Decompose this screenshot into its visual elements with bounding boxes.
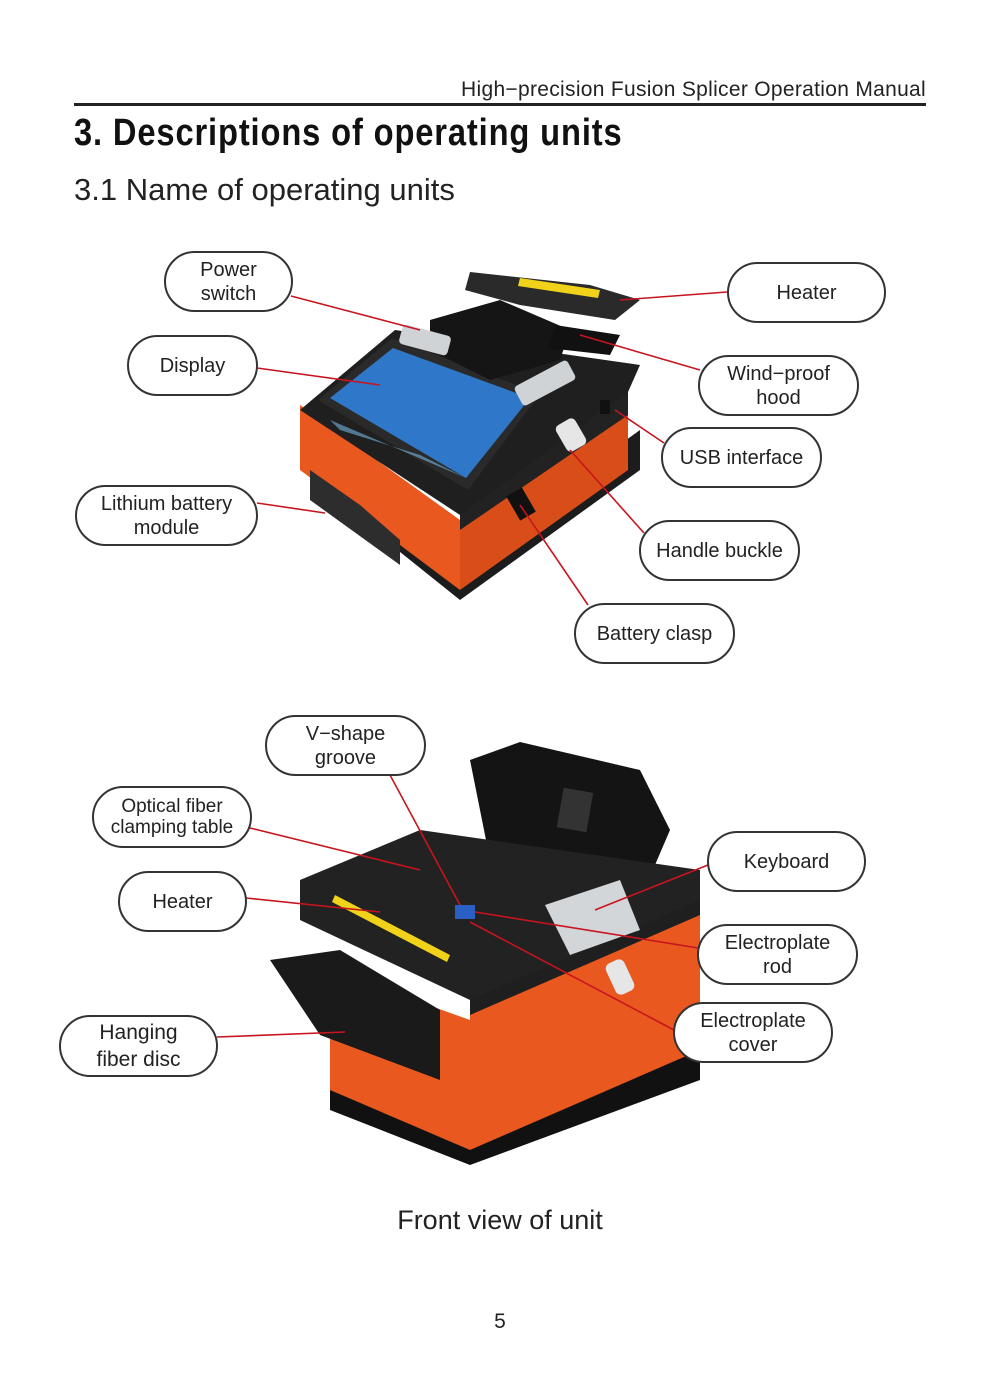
header-rule (74, 103, 926, 106)
page-number: 5 (494, 1310, 506, 1333)
callout-usb-interface: USB interface (661, 427, 822, 488)
callout-electroplate-rod: Electroplate rod (697, 924, 858, 985)
splicer-top-figure (256, 272, 728, 606)
callout-wind-proof-hood: Wind−proof hood (698, 355, 859, 416)
callout-v-shape-groove: V−shape groove (265, 715, 426, 776)
callout-heater-front: Heater (118, 871, 247, 932)
callout-hanging-fiber-disc: Hanging fiber disc (59, 1015, 218, 1077)
callout-power-switch: Power switch (164, 251, 293, 312)
callout-display: Display (127, 335, 258, 396)
callout-keyboard: Keyboard (707, 831, 866, 892)
section-title: 3. Descriptions of operating units (74, 112, 623, 154)
manual-title: High−precision Fusion Splicer Operation … (461, 78, 926, 101)
callout-handle-buckle: Handle buckle (639, 520, 800, 581)
callout-lithium-battery: Lithium battery module (75, 485, 258, 546)
display-screen (330, 348, 530, 478)
callout-electroplate-cover: Electroplate cover (673, 1002, 833, 1063)
splicer-front-figure (216, 742, 709, 1165)
figure-caption: Front view of unit (397, 1205, 603, 1235)
callout-optical-fiber-clamping-table: Optical fiber clamping table (92, 786, 252, 848)
callout-heater-top: Heater (727, 262, 886, 323)
callout-battery-clasp: Battery clasp (574, 603, 735, 664)
section-subtitle: 3.1 Name of operating units (74, 172, 455, 207)
